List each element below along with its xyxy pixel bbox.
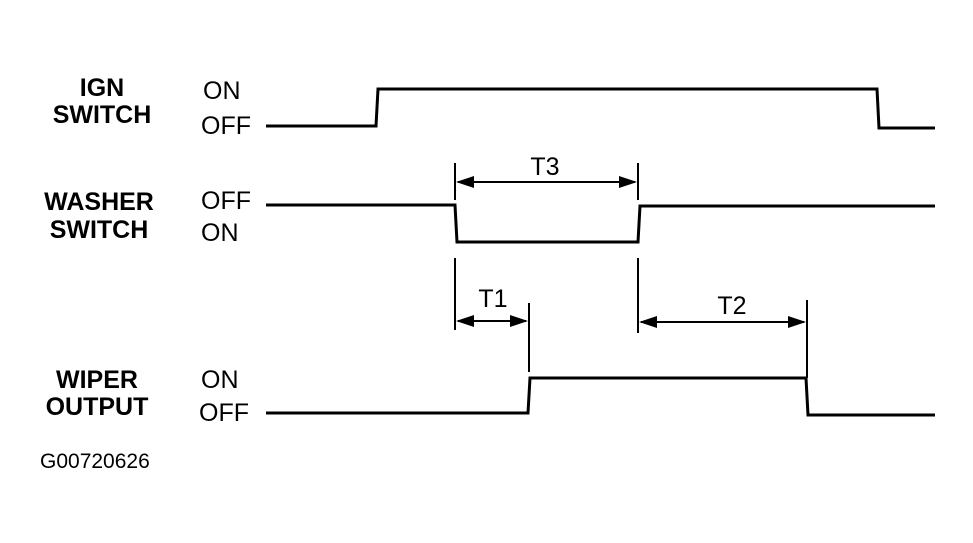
wiper-output-name-line1: WIPER: [56, 366, 138, 394]
t3-right-arrowhead: [619, 176, 637, 188]
t1-right-arrowhead: [510, 315, 528, 327]
washer-switch-row: WASHER SWITCH OFF ON: [44, 187, 935, 247]
washer-switch-name-line2: SWITCH: [50, 216, 149, 244]
ign-switch-off-label: OFF: [201, 112, 251, 140]
t3-label: T3: [530, 153, 559, 181]
wiper-output-row: WIPER OUTPUT ON OFF: [46, 366, 935, 427]
ign-switch-on-label: ON: [203, 77, 241, 105]
t3-left-arrowhead: [456, 176, 474, 188]
ign-switch-row: IGN SWITCH ON OFF: [53, 74, 935, 140]
ign-switch-waveform: [266, 87, 935, 130]
wiper-output-waveform: [266, 376, 935, 417]
t3-interval-marker: T3: [454, 153, 639, 200]
ign-switch-name-line2: SWITCH: [53, 101, 152, 129]
t1-label: T1: [478, 285, 507, 313]
t2-right-arrowhead: [788, 316, 806, 328]
t2-left-arrowhead: [639, 316, 657, 328]
figure-id: G00720626: [40, 450, 150, 473]
washer-switch-name-line1: WASHER: [44, 188, 154, 216]
t2-label: T2: [717, 292, 746, 320]
washer-switch-on-label: ON: [201, 219, 239, 247]
washer-switch-waveform: [266, 203, 935, 244]
t1-left-arrowhead: [456, 315, 474, 327]
wiper-output-off-label: OFF: [199, 399, 249, 427]
wiper-output-on-label: ON: [201, 366, 239, 394]
t1-interval-marker: T1: [454, 258, 530, 372]
washer-switch-off-label: OFF: [201, 187, 251, 215]
ign-switch-name-line1: IGN: [80, 74, 124, 102]
wiper-output-name-line2: OUTPUT: [46, 393, 149, 421]
t2-interval-marker: T2: [637, 258, 808, 378]
